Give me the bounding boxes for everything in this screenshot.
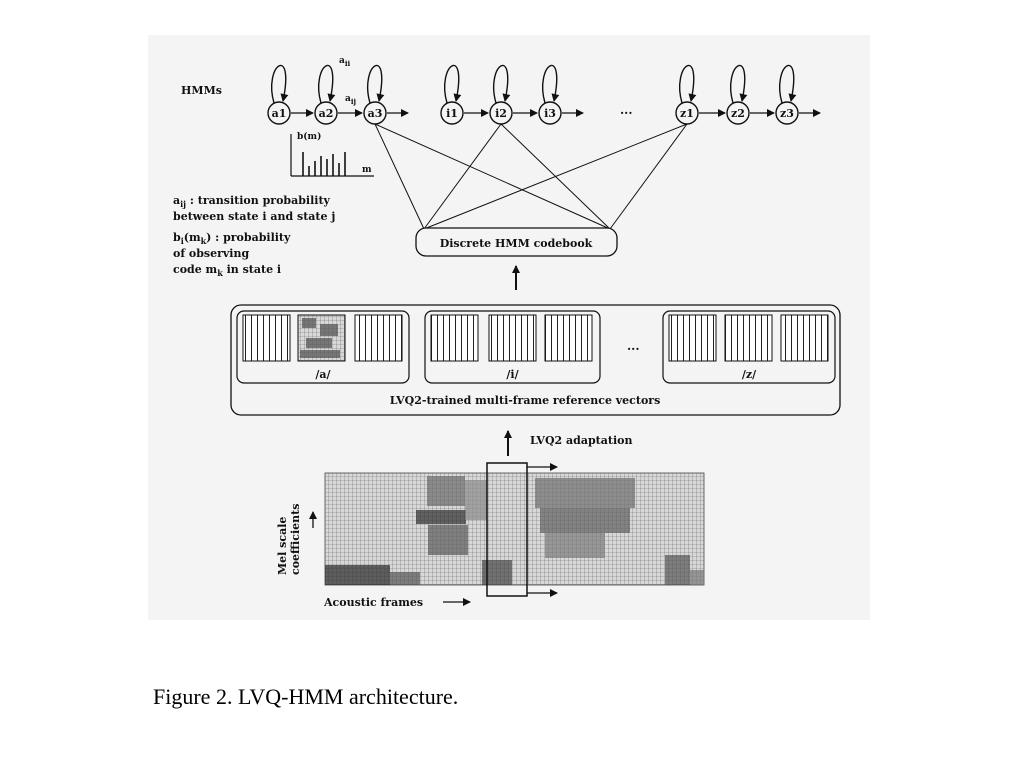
mel-label-line2: coefficients (289, 504, 302, 575)
reference-group: /a/ (236, 310, 410, 384)
codebook-link (423, 123, 688, 230)
state-label: z2 (731, 107, 745, 120)
bi-definition: bi(mk) : probability (173, 231, 291, 246)
bi-definition-line3: code mk in state i (173, 263, 281, 278)
codebook-label: Discrete HMM codebook (440, 237, 593, 250)
mel-axis: Mel scale coefficients (276, 504, 317, 575)
hmm-state-node: z1 (675, 101, 699, 125)
energy-region (545, 533, 605, 558)
reference-caption: LVQ2-trained multi-frame reference vecto… (390, 394, 661, 407)
reference-vector (297, 314, 346, 362)
self-loop-arrow (778, 64, 797, 104)
state-label: i2 (495, 107, 507, 120)
state-label: i1 (446, 107, 458, 120)
reference-group: /i/ (424, 310, 601, 384)
hmm-label: HMMs (181, 84, 222, 97)
reference-group-label: /a/ (315, 368, 331, 381)
energy-region (428, 525, 468, 555)
hmm-state-node: i3 (538, 101, 562, 125)
reference-vector (544, 314, 593, 362)
energy-region (535, 478, 635, 508)
energy-region (427, 476, 465, 506)
reference-ellipsis: ... (627, 339, 640, 353)
aij-definition: aij : transition probability (173, 194, 331, 209)
hmm-state-node: a1 (267, 101, 291, 125)
aij-definition-line2: between state i and state j (173, 210, 335, 223)
self-loop-arrow (541, 64, 560, 104)
codebook-link (374, 123, 425, 230)
reference-groups: /a/ /i/ /z/ (236, 310, 836, 384)
energy-region (540, 508, 630, 533)
codebook-link (374, 123, 611, 230)
energy-region (690, 570, 704, 585)
adaptation-label: LVQ2 adaptation (530, 434, 632, 447)
state-label: z3 (780, 107, 794, 120)
reference-vector (354, 314, 403, 362)
reference-vector (724, 314, 773, 362)
self-loop-arrow (678, 64, 697, 104)
hmm-state-node: z3 (775, 101, 799, 125)
acoustic-frames-label: Acoustic frames (323, 596, 423, 609)
transition-label: aij (345, 94, 356, 106)
reference-group: /z/ (662, 310, 836, 384)
state-label: z1 (680, 107, 694, 120)
energy-region (325, 565, 390, 585)
self-loops (270, 64, 797, 104)
bm-histogram: b(m) m (290, 131, 374, 177)
state-label: a1 (272, 107, 287, 120)
hmm-ellipsis: ... (620, 103, 633, 117)
state-label: a3 (368, 107, 383, 120)
m-axis-label: m (362, 165, 372, 175)
reference-group-label: /i/ (506, 368, 519, 381)
codebook-links (374, 123, 688, 230)
energy-region (416, 510, 466, 524)
hmm-state-node: a2 (314, 101, 338, 125)
hmm-state-node: i1 (440, 101, 464, 125)
hmm-state-node: z2 (726, 101, 750, 125)
state-label: i3 (544, 107, 556, 120)
reference-vectors-box: /a/ /i/ /z/ ... LVQ2-trained multi-frame r… (230, 304, 841, 416)
bi-definition-line2: of observing (173, 247, 249, 260)
reference-vector (780, 314, 829, 362)
reference-vector (242, 314, 291, 362)
energy-region (390, 572, 420, 585)
reference-vector (488, 314, 537, 362)
reference-group-label: /z/ (742, 368, 757, 381)
bm-bars (302, 152, 346, 176)
codebook-link (609, 123, 688, 230)
reference-vector (668, 314, 717, 362)
codebook-link (423, 123, 502, 230)
bm-label: b(m) (297, 131, 321, 142)
spectrogram (324, 462, 705, 597)
figure-caption: Figure 2. LVQ-HMM architecture. (153, 684, 459, 709)
self-loop-arrow (366, 64, 385, 104)
mel-label-line1: Mel scale (276, 517, 289, 575)
hmm-state-node: i2 (489, 101, 513, 125)
reference-vector (430, 314, 479, 362)
codebook-box: Discrete HMM codebook (415, 227, 618, 257)
energy-region (665, 555, 690, 585)
self-loop-arrow (729, 64, 748, 104)
self-loop-label: aii (339, 56, 351, 68)
self-loop-arrow (492, 64, 511, 104)
legend: aij : transition probability between sta… (173, 194, 335, 278)
analysis-window (486, 462, 528, 597)
self-loop-arrow (317, 64, 336, 104)
self-loop-arrow (443, 64, 462, 104)
energy-region (465, 480, 487, 520)
self-loop-arrow (270, 64, 289, 104)
state-label: a2 (319, 107, 334, 120)
hmm-state-node: a3 (363, 101, 387, 125)
